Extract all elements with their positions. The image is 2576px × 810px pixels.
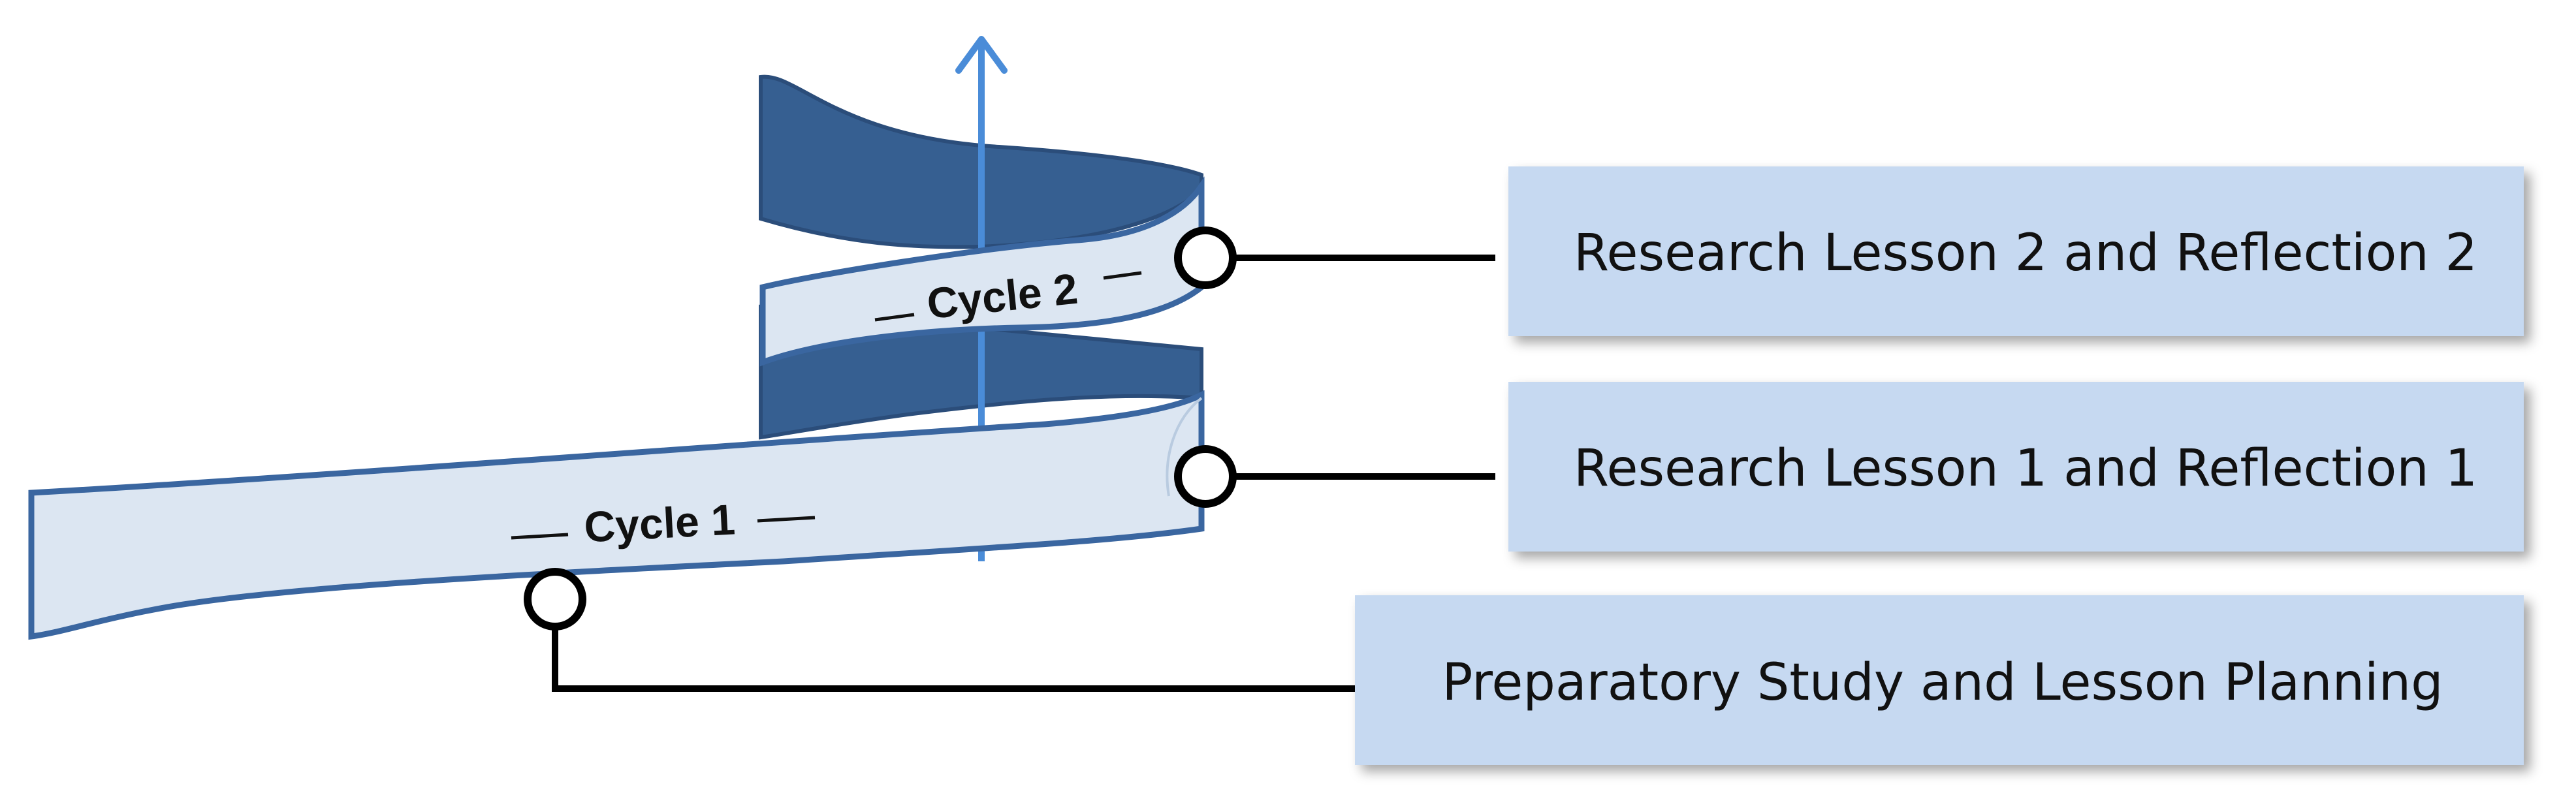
box-research-lesson-1: Research Lesson 1 and Reflection 1 [1508,382,2524,552]
node-preparatory [524,568,586,631]
cycle-1-dash-right [757,516,816,523]
box-preparatory-study-text: Preparatory Study and Lesson Planning [1442,653,2443,712]
cycle-2-dash-left [874,313,915,322]
cycle-1-label: Cycle 1 [583,495,737,551]
cycle-2-dash-right [1103,271,1142,280]
node-lesson-1 [1174,445,1237,508]
cycle-1-dash-left [511,533,569,540]
connector-preparatory [552,627,1355,692]
node-lesson-2 [1174,226,1237,289]
upward-arrow-head [955,36,1008,74]
box-preparatory-study: Preparatory Study and Lesson Planning [1355,595,2524,765]
cycle-1-ribbon [28,390,1205,640]
ribbon-fold-shade [1166,397,1203,497]
box-research-lesson-1-text: Research Lesson 1 and Reflection 1 [1574,439,2477,498]
box-research-lesson-2-text: Research Lesson 2 and Reflection 2 [1574,224,2477,283]
box-research-lesson-2: Research Lesson 2 and Reflection 2 [1508,166,2524,336]
